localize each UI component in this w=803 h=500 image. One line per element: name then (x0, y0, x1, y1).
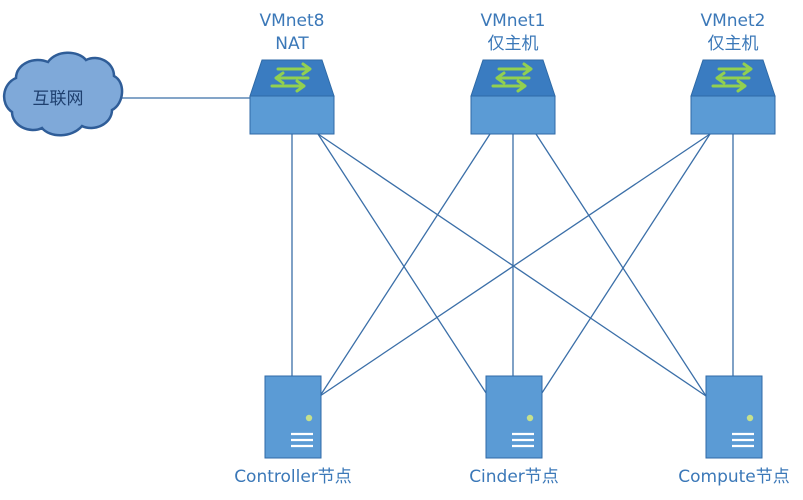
switch-body (690, 95, 776, 135)
link-vmnet1-controller (319, 133, 491, 397)
server-body (264, 375, 322, 459)
internet-label: 互联网 (32, 89, 84, 109)
switch-vmnet8-mode: NAT (275, 34, 309, 54)
server-body (705, 375, 763, 459)
link-vmnet1-compute (535, 133, 707, 397)
switch-vmnet2-name: VMnet2 (700, 11, 766, 31)
switch-body (249, 95, 335, 135)
server-vent-icon (512, 432, 534, 448)
links-layer (116, 97, 734, 397)
switch-vmnet2-mode: 仅主机 (707, 34, 759, 54)
node-compute-label: Compute节点 (678, 467, 790, 487)
link-vmnet2-cinder (539, 133, 711, 397)
link-vmnet2-controller (319, 133, 711, 397)
link-vmnet8-compute (317, 133, 707, 397)
switch-arrows-icon (270, 62, 312, 93)
internet-cloud (3, 51, 124, 137)
switch-arrows-icon (711, 62, 753, 93)
server-vent-icon (732, 432, 754, 448)
server-led-icon (305, 414, 313, 422)
switch-arrows-icon (491, 62, 533, 93)
cloud-shape (3, 51, 124, 137)
server-controller[interactable] (264, 375, 322, 459)
server-cinder[interactable] (485, 375, 543, 459)
switch-vmnet1[interactable] (470, 59, 556, 135)
switch-vmnet1-name: VMnet1 (480, 11, 546, 31)
switch-vmnet8-name: VMnet8 (259, 11, 325, 31)
node-controller-label: Controller节点 (234, 467, 352, 487)
switch-body (470, 95, 556, 135)
server-compute[interactable] (705, 375, 763, 459)
server-led-icon (746, 414, 754, 422)
node-cinder-label: Cinder节点 (469, 467, 559, 487)
switch-vmnet1-mode: 仅主机 (487, 34, 539, 54)
switch-vmnet2[interactable] (690, 59, 776, 135)
link-vmnet8-cinder (317, 133, 489, 397)
server-vent-icon (291, 432, 313, 448)
server-led-icon (526, 414, 534, 422)
switch-vmnet8[interactable] (249, 59, 335, 135)
